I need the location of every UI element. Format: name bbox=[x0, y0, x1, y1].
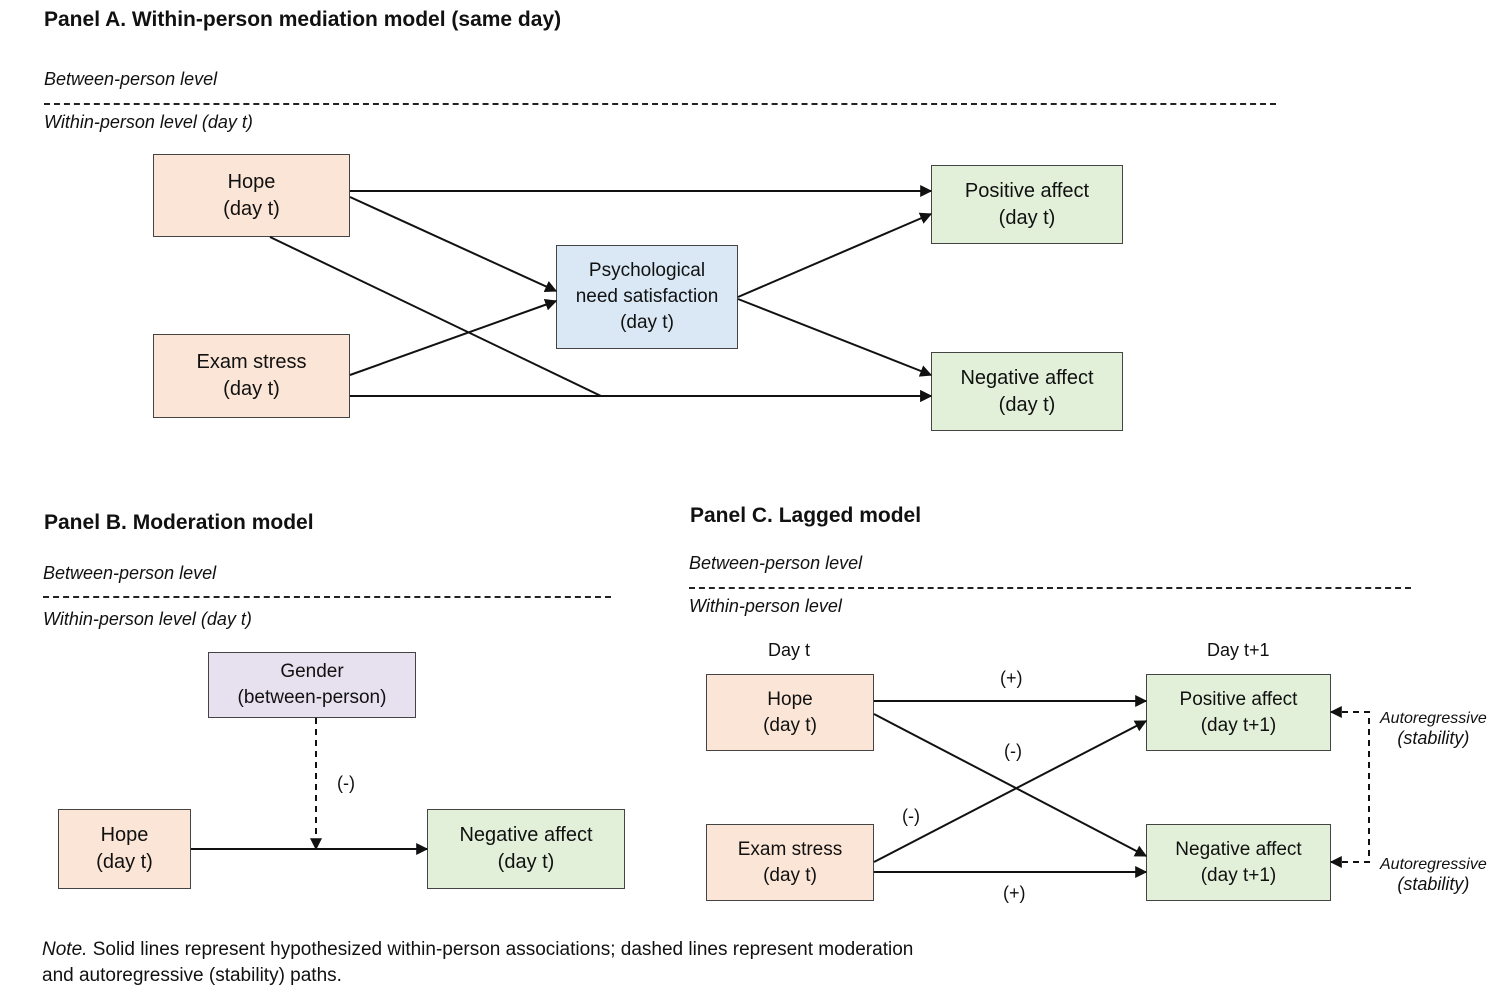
panel-c-exam-stress-node: Exam stress (day t) bbox=[706, 824, 874, 901]
panel-b-level-divider bbox=[43, 596, 611, 598]
panel-c-day-t-label: Day t bbox=[768, 640, 811, 660]
note-text-line2: and autoregressive (stability) paths. bbox=[42, 965, 342, 986]
panel-b-moderation-sign: (-) bbox=[337, 773, 355, 793]
stability-text: (stability) bbox=[1397, 874, 1470, 894]
panel-a-exam-stress-node: Exam stress (day t) bbox=[153, 334, 350, 418]
panel-a-within-label: Within-person level (day t) bbox=[44, 112, 253, 132]
panel-c-negative-affect-node: Negative affect (day t+1) bbox=[1146, 824, 1331, 901]
node-sublabel: (day t) bbox=[998, 206, 1056, 229]
panel-c-positive-affect-node: Positive affect (day t+1) bbox=[1146, 674, 1331, 751]
node-sublabel: (day t) bbox=[223, 197, 280, 220]
node-label: Negative affect bbox=[459, 824, 593, 846]
node-label: Hope bbox=[100, 824, 149, 846]
panel-c-within-label: Within-person level bbox=[689, 596, 842, 616]
node-label: Positive affect bbox=[964, 179, 1090, 202]
autoregressive-text: Autoregressive bbox=[1380, 856, 1487, 873]
node-sublabel: (day t) bbox=[998, 393, 1056, 416]
node-label: Hope bbox=[767, 688, 813, 710]
stability-text: (stability) bbox=[1397, 728, 1470, 748]
node-label: Exam stress bbox=[196, 351, 307, 373]
node-sublabel: (day t) bbox=[223, 378, 280, 400]
node-label: Positive affect bbox=[1179, 688, 1298, 710]
panel-c-title: Panel C. Lagged model bbox=[690, 504, 922, 527]
path-a-mediator-to-negative bbox=[737, 298, 933, 377]
note-text: Solid lines represent hypothesized withi… bbox=[87, 939, 914, 960]
panel-c-day-t1-label: Day t+1 bbox=[1207, 640, 1270, 660]
panel-a-title: Panel A. Within-person mediation model (… bbox=[44, 8, 562, 31]
path-a-hope-to-negative bbox=[269, 236, 933, 402]
panel-c-sign-hope-negative: (-) bbox=[1004, 741, 1022, 761]
panel-a-hope-node: Hope (day t) bbox=[153, 154, 350, 237]
panel-c-sign-hope-positive: (+) bbox=[1000, 668, 1023, 688]
node-sublabel: (day t+1) bbox=[1200, 714, 1277, 736]
figure-note: Note. Solid lines represent hypothesized… bbox=[42, 937, 1042, 989]
panel-b-title: Panel B. Moderation model bbox=[44, 511, 314, 534]
panel-c-between-label: Between-person level bbox=[689, 553, 863, 573]
node-label: Exam stress bbox=[737, 838, 843, 860]
node-label-line2: need satisfaction bbox=[575, 286, 719, 307]
panel-b-between-label: Between-person level bbox=[43, 563, 217, 583]
panel-a-level-divider bbox=[44, 103, 1276, 105]
panel-c-autoregressive-top-label: Autoregressive (stability) bbox=[1380, 710, 1487, 749]
path-a-hope-to-mediator bbox=[349, 196, 558, 292]
note-label: Note. bbox=[42, 939, 88, 960]
panel-c-sign-stress-negative: (+) bbox=[1003, 883, 1026, 903]
panel-a-positive-affect-node: Positive affect (day t) bbox=[931, 165, 1123, 244]
node-label: Psychological bbox=[588, 260, 706, 281]
panel-c-autoregressive-bottom-label: Autoregressive (stability) bbox=[1380, 856, 1487, 895]
panel-b-hope-node: Hope (day t) bbox=[58, 809, 191, 889]
autoregressive-text: Autoregressive bbox=[1380, 710, 1487, 727]
path-c-autoregressive-link bbox=[1329, 706, 1370, 868]
path-c-hope-to-negative bbox=[873, 713, 1148, 857]
panel-c-sign-stress-positive: (-) bbox=[902, 806, 920, 826]
path-a-stress-to-mediator bbox=[349, 299, 558, 376]
panel-b-within-label: Within-person level (day t) bbox=[43, 609, 252, 629]
node-label: Hope bbox=[227, 170, 276, 193]
panel-c-hope-node: Hope (day t) bbox=[706, 674, 874, 751]
node-sublabel: (day t) bbox=[763, 714, 817, 736]
node-label: Negative affect bbox=[1175, 838, 1302, 860]
panel-a-need-satisfaction-node: Psychological need satisfaction (day t) bbox=[556, 245, 738, 349]
node-sublabel: (day t) bbox=[620, 312, 674, 333]
panel-c-level-divider bbox=[689, 587, 1411, 589]
node-label: Negative affect bbox=[960, 366, 1094, 389]
node-sublabel: (day t) bbox=[96, 851, 153, 873]
node-sublabel: (day t+1) bbox=[1200, 864, 1277, 886]
panel-a-negative-affect-node: Negative affect (day t) bbox=[931, 352, 1123, 431]
panel-b-gender-node: Gender (between-person) bbox=[208, 652, 416, 718]
panel-a-between-label: Between-person level bbox=[44, 69, 218, 89]
node-sublabel: (day t) bbox=[763, 864, 817, 886]
node-sublabel: (between-person) bbox=[237, 687, 387, 708]
node-label: Gender bbox=[280, 661, 344, 682]
path-a-mediator-to-positive bbox=[737, 212, 933, 298]
node-sublabel: (day t) bbox=[497, 851, 555, 873]
path-c-stress-to-positive bbox=[873, 720, 1148, 863]
